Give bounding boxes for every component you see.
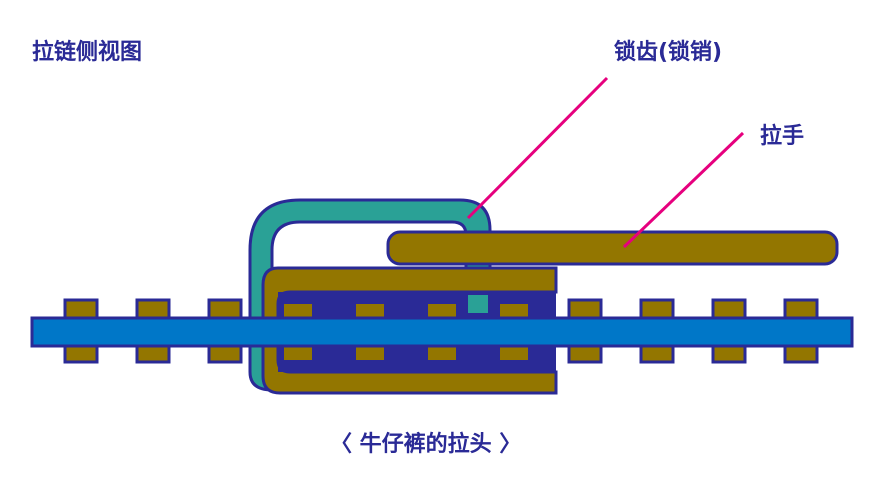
- diagram-title: 拉链侧视图: [32, 40, 143, 65]
- zipper-tooth: [356, 304, 384, 318]
- lock-pin: [468, 295, 488, 313]
- inner-teeth: [284, 304, 528, 360]
- caption: 〈 牛仔裤的拉头 〉: [330, 432, 522, 457]
- zipper-tooth: [500, 346, 528, 360]
- teeth-pointer-line: [466, 76, 609, 220]
- zipper-tooth: [428, 304, 456, 318]
- teeth-label: 锁齿(锁销): [614, 40, 723, 65]
- zipper-tooth: [356, 346, 384, 360]
- zipper-tooth: [284, 346, 312, 360]
- zipper-tape: [30, 316, 854, 348]
- zipper-tooth: [428, 346, 456, 360]
- pull-tab: [386, 230, 839, 266]
- pull-tab-pointer-line: [622, 131, 745, 249]
- zipper-tooth: [284, 304, 312, 318]
- pull-tab-label: 拉手: [760, 124, 805, 149]
- zipper-tooth: [500, 304, 528, 318]
